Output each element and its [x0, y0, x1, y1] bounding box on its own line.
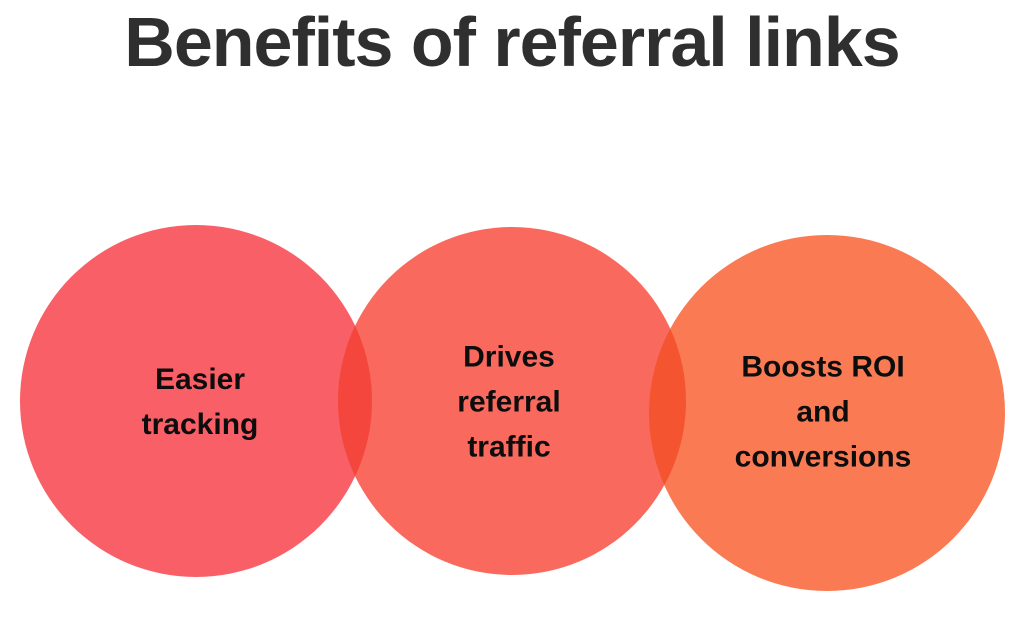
circle-easier-tracking: [20, 225, 372, 577]
circle-label-easier-tracking: Easier tracking: [141, 363, 259, 441]
page-title: Benefits of referral links: [124, 3, 900, 81]
circle-boosts-roi-conversions: [649, 235, 1005, 591]
circle-label-drives-referral-traffic: Drives referral traffic: [457, 340, 561, 464]
circle-drives-referral-traffic: [338, 227, 686, 575]
circle-label-boosts-roi-conversions: Boosts ROI and conversions: [734, 350, 912, 474]
